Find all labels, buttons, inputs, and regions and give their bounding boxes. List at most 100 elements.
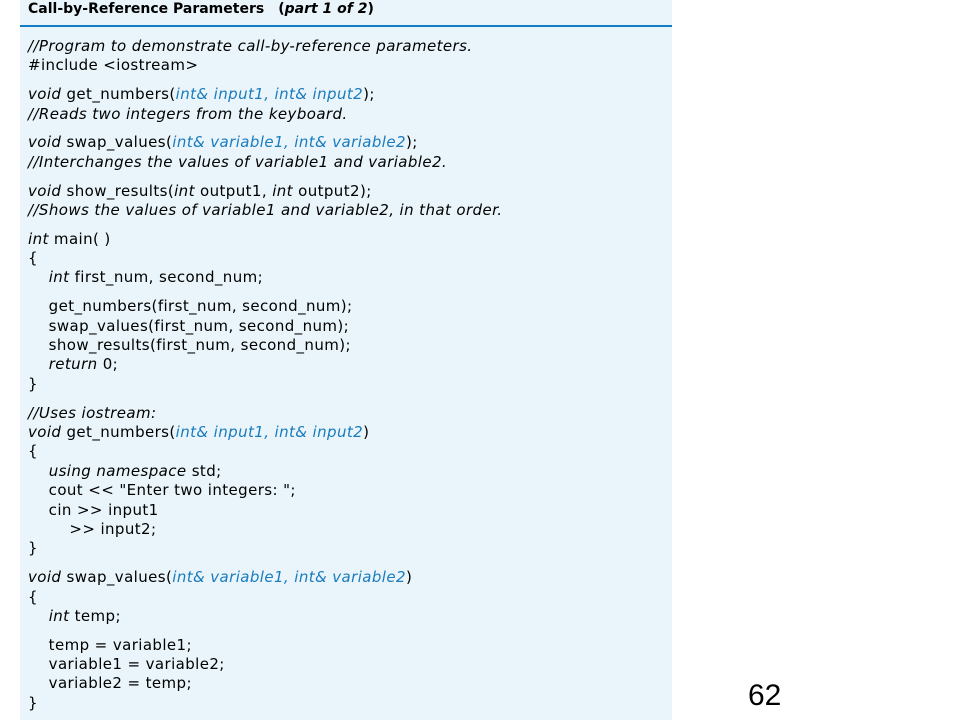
- code-text: }: [28, 539, 38, 558]
- code-line: #include <iostream>: [28, 56, 672, 75]
- code-line: return 0;: [28, 355, 672, 374]
- code-blank-line: [28, 172, 672, 181]
- code-blank-line: [28, 559, 672, 568]
- code-text: first_num, second_num;: [69, 268, 264, 287]
- code-line: cout << "Enter two integers: ";: [28, 481, 672, 500]
- code-keyword: void: [28, 133, 62, 152]
- code-comment: //Uses iostream:: [28, 403, 157, 422]
- code-text: output2);: [292, 181, 372, 200]
- slide-page-number: 62: [748, 679, 782, 712]
- code-text: main( ): [48, 229, 111, 248]
- code-text: get_numbers(: [61, 422, 176, 441]
- code-text: ): [363, 422, 370, 441]
- code-line: {: [28, 249, 672, 268]
- code-line: swap_values(first_num, second_num);: [28, 317, 672, 336]
- code-blank-line: [28, 76, 672, 85]
- code-text: [28, 462, 49, 480]
- code-keyword: void: [28, 568, 62, 587]
- code-blank-line: [28, 124, 672, 133]
- code-keyword: using namespace: [48, 461, 187, 480]
- code-line: {: [28, 442, 672, 461]
- code-text: >> input2;: [28, 519, 157, 538]
- code-keyword: int: [28, 229, 49, 248]
- code-keyword: int: [174, 181, 195, 200]
- code-line: using namespace std;: [28, 462, 672, 481]
- code-text: cout << "Enter two integers: ";: [28, 481, 296, 500]
- code-line: int main( ): [28, 230, 672, 249]
- code-text: temp = variable1;: [28, 635, 192, 654]
- code-text: {: [28, 249, 38, 268]
- code-text: cin >> input1: [28, 500, 159, 519]
- code-parameter-list: int& input1, int& input2: [175, 85, 364, 104]
- code-line: void show_results(int output1, int outpu…: [28, 182, 672, 201]
- code-line: }: [28, 694, 672, 713]
- title-divider: [20, 25, 672, 27]
- code-text: variable2 = temp;: [28, 674, 192, 693]
- code-line: }: [28, 375, 672, 394]
- code-parameter-list: int& input1, int& input2: [175, 422, 364, 441]
- code-comment: //Shows the values of variable1 and vari…: [28, 200, 503, 219]
- code-text: show_results(: [61, 181, 175, 200]
- code-text: );: [363, 85, 375, 104]
- code-keyword: void: [28, 85, 62, 104]
- code-line: //Program to demonstrate call-by-referen…: [28, 37, 672, 56]
- figure-part-label: (part 1 of 2): [278, 1, 374, 17]
- code-parameter-list: int& variable1, int& variable2: [172, 568, 406, 587]
- code-line: //Uses iostream:: [28, 404, 672, 423]
- code-comment: //Program to demonstrate call-by-referen…: [28, 37, 473, 55]
- code-line: variable1 = variable2;: [28, 655, 672, 674]
- code-keyword: return: [48, 355, 98, 374]
- code-text: }: [28, 693, 38, 712]
- code-blank-line: [28, 220, 672, 229]
- code-keyword: int: [48, 606, 70, 625]
- code-text: #include <iostream>: [28, 56, 199, 75]
- code-line: variable2 = temp;: [28, 674, 672, 693]
- figure-title-text: Call-by-Reference Parameters: [28, 1, 265, 17]
- code-line: int temp;: [28, 607, 672, 626]
- code-keyword: int: [272, 181, 293, 200]
- code-comment: //Interchanges the values of variable1 a…: [28, 152, 448, 171]
- code-parameter-list: int& variable1, int& variable2: [172, 133, 406, 152]
- code-line: cin >> input1: [28, 501, 672, 520]
- code-blank-line: [28, 394, 672, 403]
- code-text: swap_values(: [61, 133, 173, 152]
- code-text: show_results(first_num, second_num);: [28, 336, 351, 355]
- code-text: ): [405, 568, 413, 587]
- code-keyword: void: [28, 422, 62, 441]
- code-line: void get_numbers(int& input1, int& input…: [28, 423, 672, 442]
- code-listing: //Program to demonstrate call-by-referen…: [28, 37, 672, 713]
- code-line: int first_num, second_num;: [28, 268, 672, 287]
- code-line: temp = variable1;: [28, 636, 672, 655]
- code-text: swap_values(first_num, second_num);: [28, 316, 350, 335]
- code-text: 0;: [97, 355, 119, 374]
- code-text: );: [405, 133, 418, 152]
- code-text: std;: [186, 461, 222, 480]
- code-text: variable1 = variable2;: [28, 655, 225, 674]
- figure-title: Call-by-Reference Parameters (part 1 of 2…: [28, 1, 374, 21]
- code-text: [28, 607, 49, 625]
- code-line: void swap_values(int& variable1, int& va…: [28, 133, 672, 152]
- code-text: get_numbers(: [61, 85, 176, 104]
- code-line: get_numbers(first_num, second_num);: [28, 297, 672, 316]
- code-keyword: void: [28, 181, 62, 200]
- code-line: }: [28, 539, 672, 558]
- code-text: {: [28, 442, 38, 461]
- code-text: {: [28, 587, 38, 606]
- code-line: //Shows the values of variable1 and vari…: [28, 201, 672, 220]
- code-text: get_numbers(first_num, second_num);: [28, 297, 353, 316]
- code-blank-line: [28, 626, 672, 635]
- code-figure-panel: Call-by-Reference Parameters (part 1 of 2…: [20, 0, 672, 720]
- code-keyword: int: [48, 268, 70, 287]
- code-text: [28, 355, 49, 373]
- code-text: swap_values(: [61, 568, 173, 587]
- code-text: }: [28, 374, 38, 393]
- code-text: [28, 268, 49, 286]
- code-line: show_results(first_num, second_num);: [28, 336, 672, 355]
- code-line: void get_numbers(int& input1, int& input…: [28, 85, 672, 104]
- code-comment: //Reads two integers from the keyboard.: [28, 104, 348, 123]
- code-line: //Reads two integers from the keyboard.: [28, 105, 672, 124]
- code-line: >> input2;: [28, 520, 672, 539]
- code-line: void swap_values(int& variable1, int& va…: [28, 568, 672, 587]
- code-line: //Interchanges the values of variable1 a…: [28, 153, 672, 172]
- code-text: temp;: [69, 606, 121, 625]
